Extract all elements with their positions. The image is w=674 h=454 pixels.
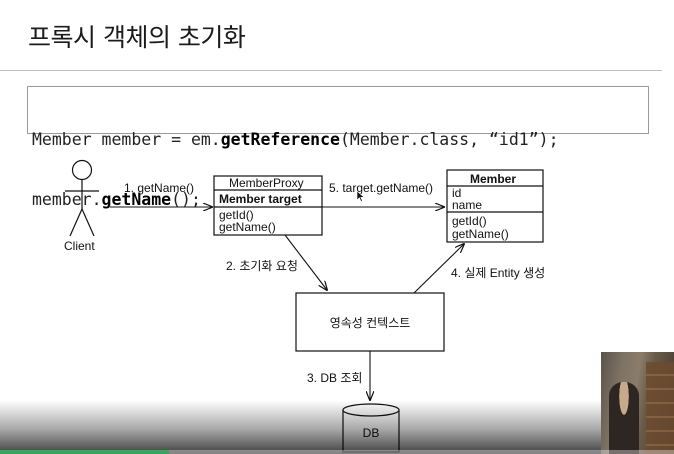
step-5-label: 5. target.getName() <box>329 181 433 195</box>
member-proxy-field: Member target <box>219 192 302 206</box>
arrow-step-2 <box>284 234 327 290</box>
slide-title: 프록시 객체의 초기화 <box>28 23 246 52</box>
code-line-2: member.getName(); <box>32 190 201 209</box>
title-divider <box>0 70 662 71</box>
client-actor-icon <box>65 159 99 237</box>
video-progress-bar[interactable] <box>0 450 674 454</box>
persistence-context-label: 영속성 컨텍스트 <box>330 316 411 330</box>
step-1-label: 1. getName() <box>124 181 194 195</box>
step-4-label: 4. 실제 Entity 생성 <box>451 266 545 280</box>
member-entity-box: Member id name getId() getName() <box>446 169 544 243</box>
member-entity-field-1: id <box>452 186 461 200</box>
presenter-webcam <box>601 352 674 454</box>
member-entity-field-2: name <box>452 198 482 212</box>
mouse-cursor-icon <box>357 191 365 202</box>
member-proxy-box: MemberProxy Member target getId() getNam… <box>213 175 323 236</box>
member-proxy-title: MemberProxy <box>229 176 304 190</box>
client-label: Client <box>64 239 95 253</box>
database-label: DB <box>363 426 380 440</box>
step-3-label: 3. DB 조회 <box>307 371 362 385</box>
member-entity-method-1: getId() <box>452 214 487 228</box>
member-entity-method-2: getName() <box>452 227 509 241</box>
code-line-1: Member member = em.getReference(Member.c… <box>32 130 559 149</box>
member-entity-title: Member <box>470 172 516 186</box>
member-proxy-method-2: getName() <box>219 220 276 234</box>
persistence-context-box: 영속성 컨텍스트 <box>295 292 445 352</box>
presenter-figure <box>609 382 639 454</box>
video-progress-fill <box>0 450 169 454</box>
arrow-step-4 <box>413 244 464 294</box>
member-proxy-method-1: getId() <box>219 208 254 222</box>
step-2-label: 2. 초기화 요청 <box>226 259 298 273</box>
code-snippet: Member member = em.getReference(Member.c… <box>27 86 649 209</box>
bookshelf <box>646 362 674 454</box>
